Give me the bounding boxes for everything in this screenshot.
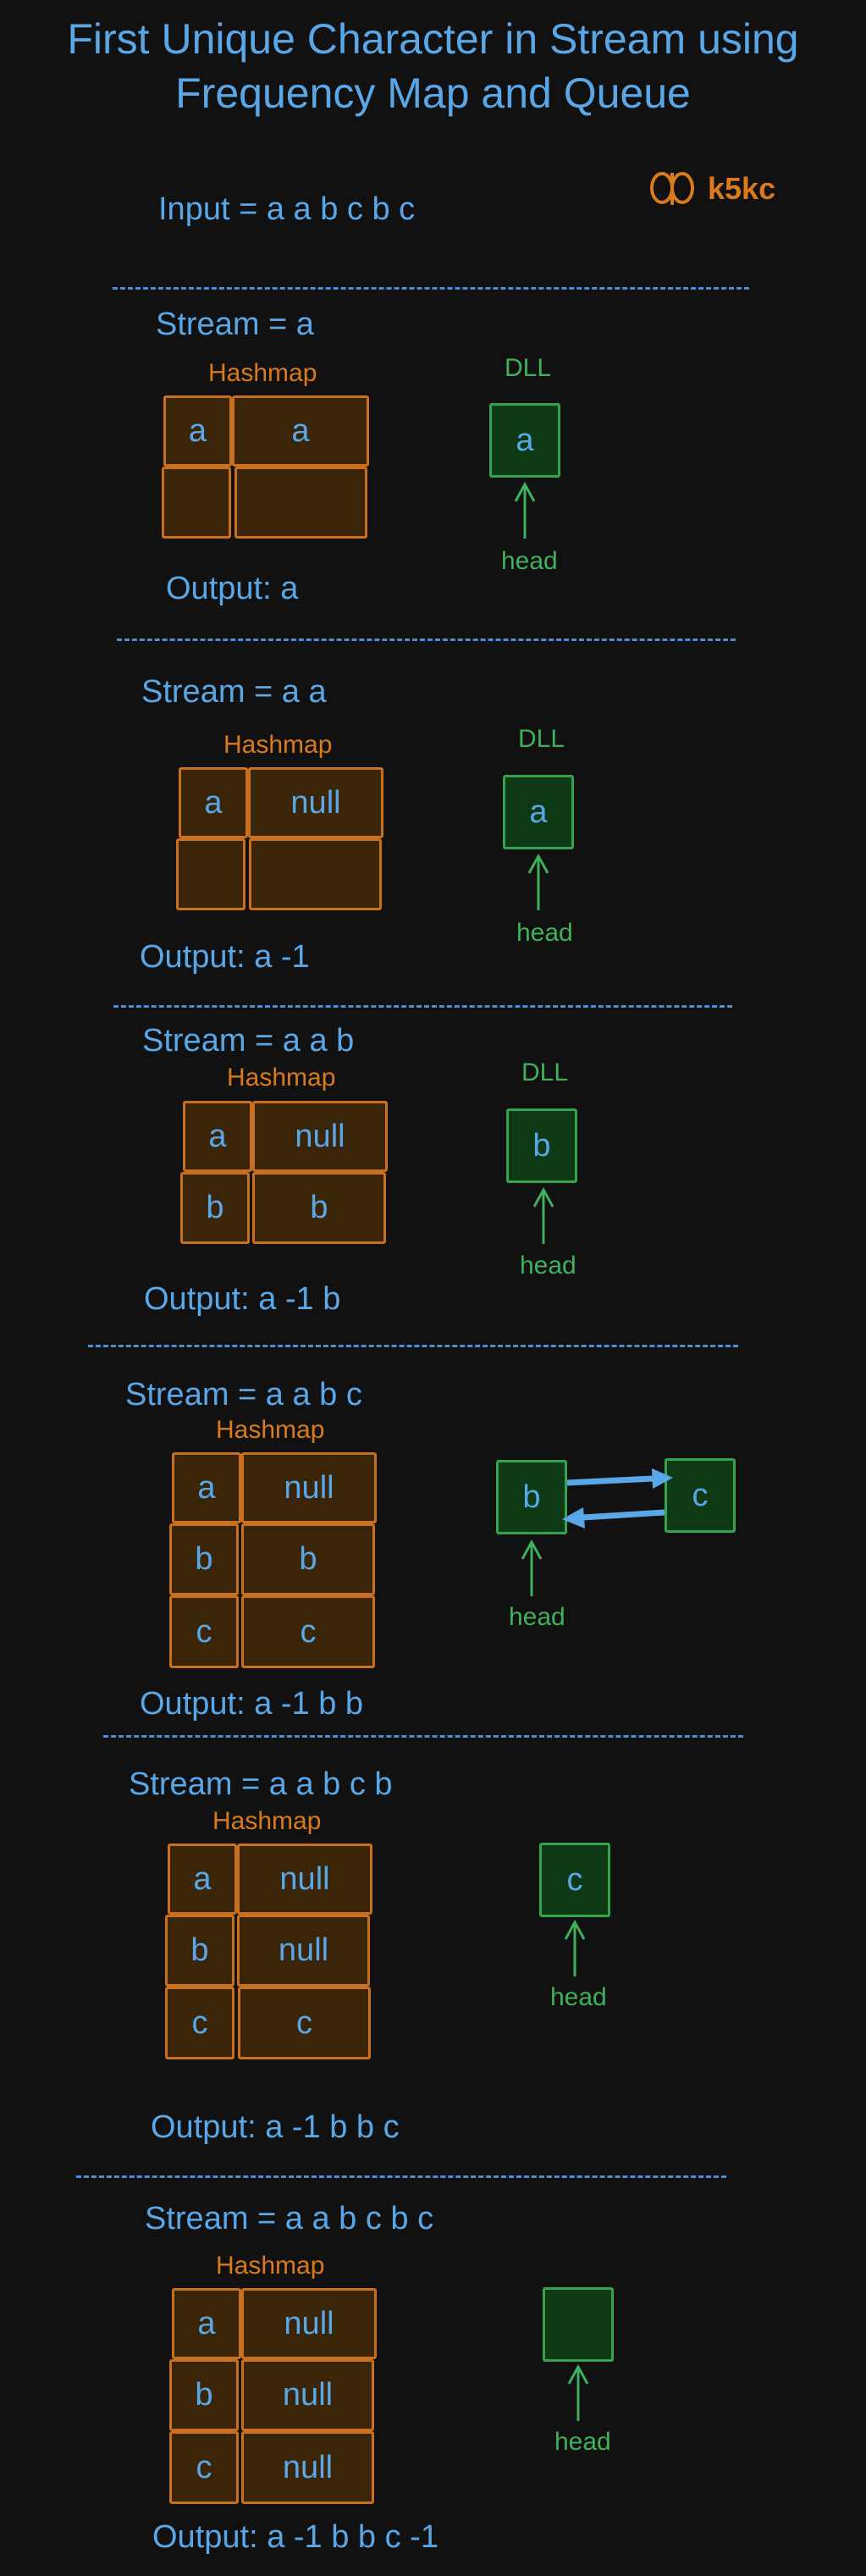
hashmap-value-cell: null: [241, 2359, 374, 2431]
hashmap-key-cell: a: [179, 767, 248, 838]
divider: [76, 2175, 726, 2178]
hashmap-value-cell: null: [237, 1915, 370, 1987]
hashmap-value-cell: null: [241, 2431, 374, 2504]
hashmap-key-cell: b: [165, 1915, 234, 1987]
output-label: Output: a -1 b b c -1: [152, 2519, 439, 2555]
hashmap-key-cell: c: [169, 2431, 239, 2504]
divider: [113, 1005, 732, 1008]
hashmap-key-cell: c: [169, 1595, 239, 1668]
hashmap-value-cell: null: [248, 767, 383, 838]
hashmap-value-cell: c: [241, 1595, 375, 1668]
output-label: Output: a -1 b b c: [151, 2109, 400, 2145]
hashmap-value-cell: null: [241, 1452, 377, 1523]
hashmap-label: Hashmap: [223, 731, 333, 759]
logo-icon: [650, 172, 694, 205]
hashmap-value-cell: b: [252, 1172, 386, 1244]
hashmap-key-cell: a: [172, 2288, 241, 2359]
hashmap-value-cell: [249, 838, 382, 910]
hashmap-value-cell: null: [241, 2288, 377, 2359]
output-label: Output: a -1 b b: [140, 1686, 364, 1722]
dll-node-empty: [543, 2287, 614, 2362]
hashmap-value-cell: null: [252, 1101, 388, 1172]
hashmap-key-cell: a: [172, 1452, 241, 1523]
stream-label: Stream = a a b: [142, 1023, 355, 1059]
hashmap-value-cell: b: [241, 1523, 375, 1595]
hashmap-label: Hashmap: [212, 1807, 322, 1835]
output-label: Output: a -1 b: [144, 1281, 341, 1317]
hashmap-value-cell: c: [238, 1987, 371, 2059]
hashmap-key-cell: a: [168, 1844, 237, 1915]
head-label: head: [516, 919, 573, 947]
dll-label: DLL: [505, 354, 552, 382]
input-label: Input = a a b c b c: [158, 191, 416, 227]
hashmap-key-cell: b: [180, 1172, 250, 1244]
output-label: Output: a -1: [140, 939, 310, 975]
stream-label: Stream = a a b c b: [129, 1766, 393, 1802]
logo: k5kc: [648, 169, 775, 213]
hashmap-label: Hashmap: [227, 1064, 336, 1092]
head-label: head: [550, 1983, 607, 2011]
hashmap-key-cell: a: [183, 1101, 252, 1172]
stream-label: Stream = a a b c b c: [145, 2201, 434, 2236]
divider: [103, 1735, 743, 1738]
hashmap-value-cell: a: [232, 395, 369, 467]
dll-node: c: [539, 1843, 610, 1917]
hashmap-key-cell: b: [169, 1523, 239, 1595]
hashmap-label: Hashmap: [208, 359, 317, 387]
hashmap-key-cell: b: [169, 2359, 239, 2431]
head-label: head: [520, 1252, 576, 1280]
hashmap-key-cell: [176, 838, 245, 910]
hashmap-label: Hashmap: [216, 2252, 325, 2280]
dll-node: a: [503, 775, 574, 849]
dll-node: a: [489, 403, 560, 478]
dll-node: c: [665, 1458, 736, 1533]
hashmap-label: Hashmap: [216, 1416, 325, 1444]
divider: [113, 287, 749, 290]
head-label: head: [509, 1603, 565, 1631]
divider: [88, 1345, 738, 1347]
logo-text: k5kc: [708, 171, 776, 206]
dll-node: b: [496, 1460, 567, 1534]
divider: [117, 638, 736, 641]
dll-node: b: [506, 1108, 577, 1183]
hashmap-key-cell: c: [165, 1987, 234, 2059]
hashmap-value-cell: null: [237, 1844, 372, 1915]
stream-label: Stream = a: [156, 307, 314, 342]
dll-label: DLL: [521, 1059, 569, 1086]
stream-label: Stream = a a: [141, 674, 327, 710]
output-label: Output: a: [166, 571, 299, 606]
head-label: head: [554, 2428, 611, 2456]
head-label: head: [501, 547, 558, 575]
hashmap-value-cell: [234, 467, 367, 539]
title-line-2: Frequency Map and Queue: [175, 69, 691, 117]
hashmap-key-cell: a: [163, 395, 232, 467]
hashmap-key-cell: [162, 467, 231, 539]
title-line-1: First Unique Character in Stream using: [67, 15, 799, 63]
dll-label: DLL: [518, 725, 565, 753]
stream-label: Stream = a a b c: [125, 1377, 362, 1412]
